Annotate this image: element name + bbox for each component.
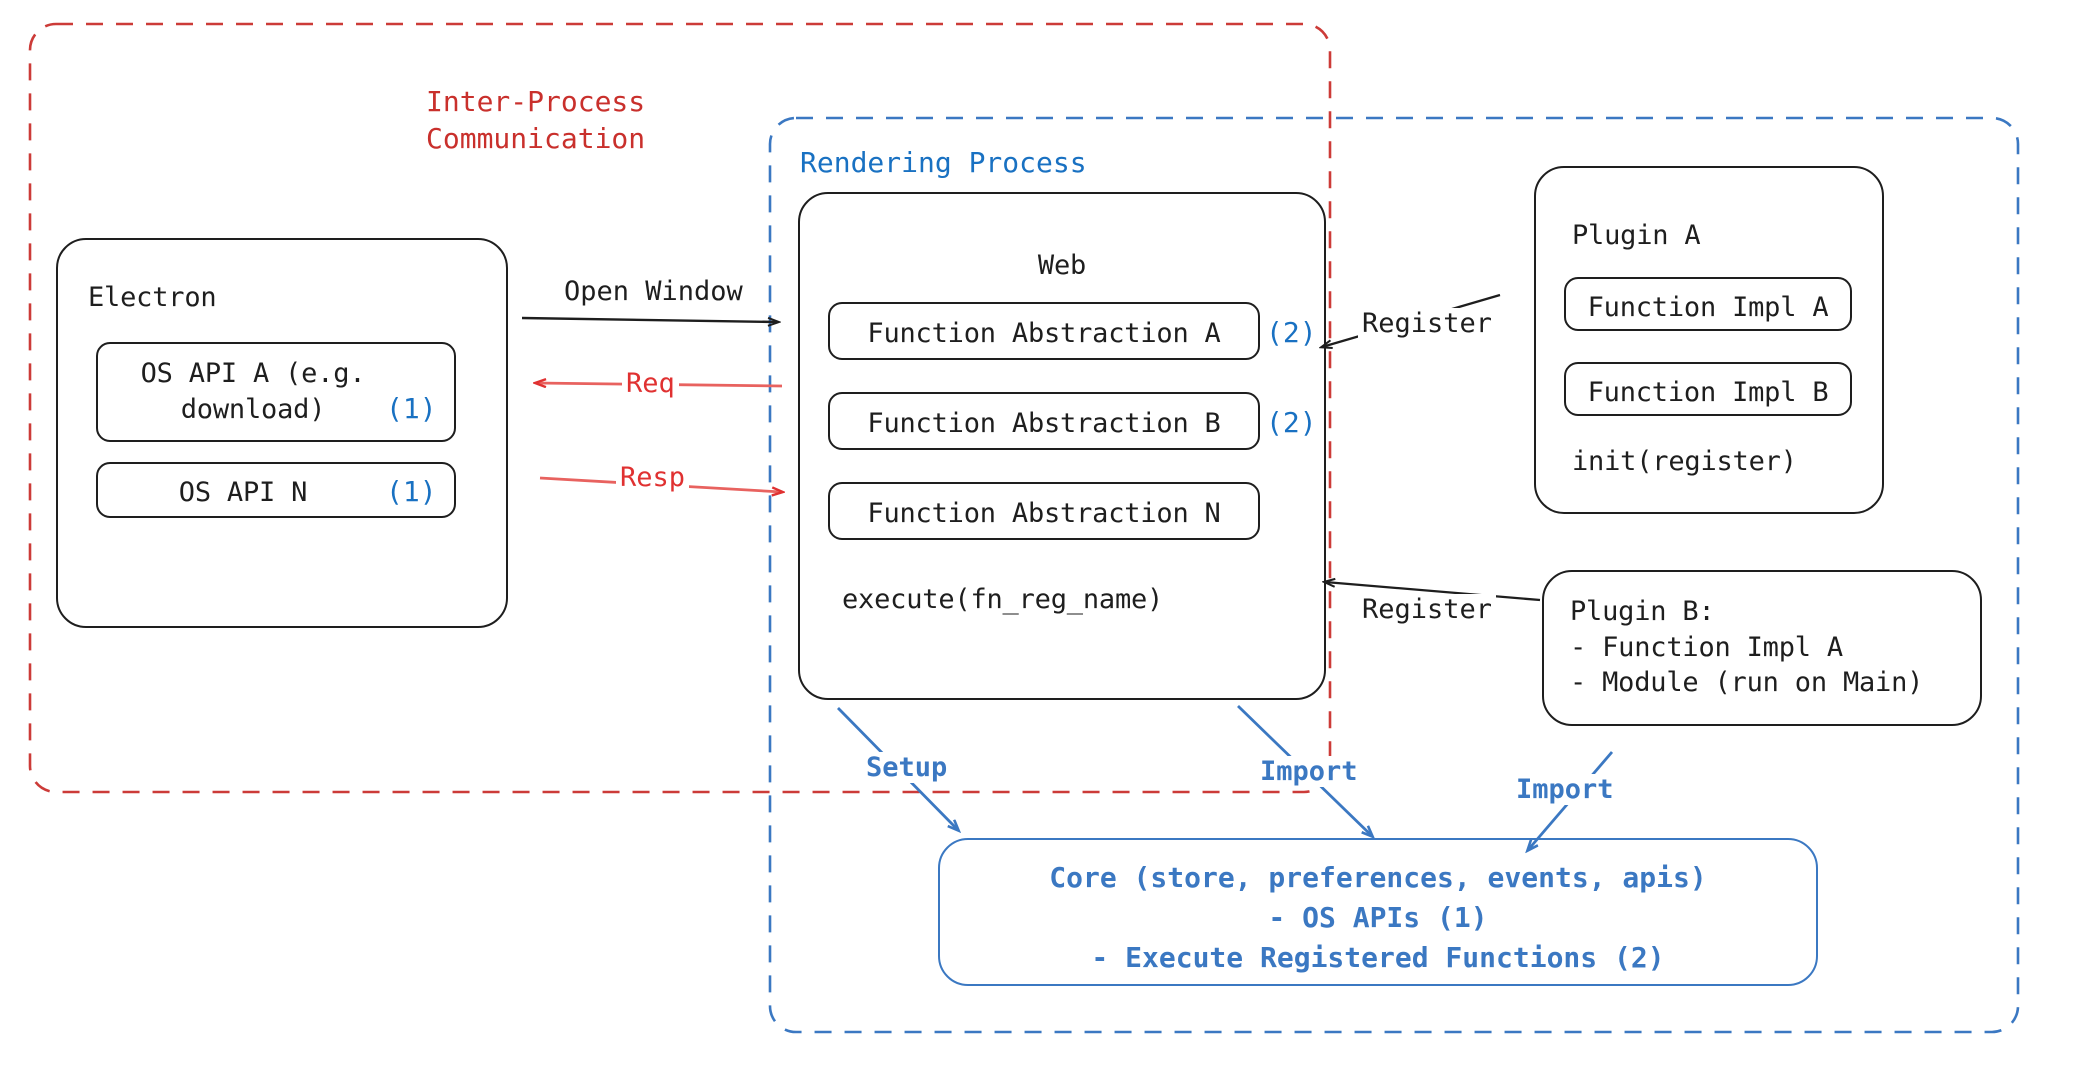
function-abstraction-b-box[interactable] [828,392,1260,450]
plugin-a-title: Plugin A [1572,220,1701,251]
plugin-a-impl-b-label: Function Impl B [1587,377,1829,408]
plugin-b-node[interactable] [1542,570,1982,726]
plugin-a-impl-b-box[interactable] [1564,362,1852,416]
edge-label-import-web: Import [1256,756,1362,787]
plugin-b-label: Plugin B: - Function Impl A - Module (ru… [1570,596,1924,699]
edge-label-setup: Setup [862,752,952,783]
edge-label-req: Req [622,368,679,399]
function-abstraction-a-label: Function Abstraction A [867,318,1221,349]
function-abstraction-n-box[interactable] [828,482,1260,540]
os-api-n-box[interactable] [96,462,456,518]
rendering-process-title: Rendering Process [800,146,1087,179]
edge-label-import-plugin: Import [1512,774,1618,805]
core-node[interactable] [938,838,1818,986]
os-api-a-marker: (1) [386,392,437,425]
os-api-n-marker: (1) [386,475,437,508]
os-api-n-label: OS API N [178,477,308,508]
electron-node[interactable] [56,238,508,628]
os-api-a-box[interactable] [96,342,456,442]
edge-label-resp: Resp [616,462,690,493]
function-abstraction-a-marker: (2) [1266,316,1317,349]
edge-label-register-top: Register [1358,308,1497,339]
plugin-a-init-label: init(register) [1572,446,1797,477]
function-abstraction-n-label: Function Abstraction N [867,498,1221,529]
function-abstraction-a-box[interactable] [828,302,1260,360]
plugin-a-impl-a-label: Function Impl A [1587,292,1829,323]
edge-open-window [521,316,778,322]
function-abstraction-b-marker: (2) [1266,406,1317,439]
function-abstraction-b-label: Function Abstraction B [867,408,1221,439]
plugin-a-node[interactable] [1534,166,1884,514]
web-title: Web [1037,250,1087,281]
os-api-a-label: OS API A (e.g. download) [140,358,366,425]
edge-label-open-window: Open Window [560,276,747,307]
electron-title: Electron [88,282,217,313]
web-execute-label: execute(fn_reg_name) [842,584,1164,615]
web-node[interactable] [798,192,1326,700]
core-label: Core (store, preferences, events, apis) … [1049,861,1707,974]
edge-label-register-bottom: Register [1358,594,1497,625]
plugin-a-impl-a-box[interactable] [1564,277,1852,331]
ipc-container-title: Inter-Process Communication [426,85,646,155]
